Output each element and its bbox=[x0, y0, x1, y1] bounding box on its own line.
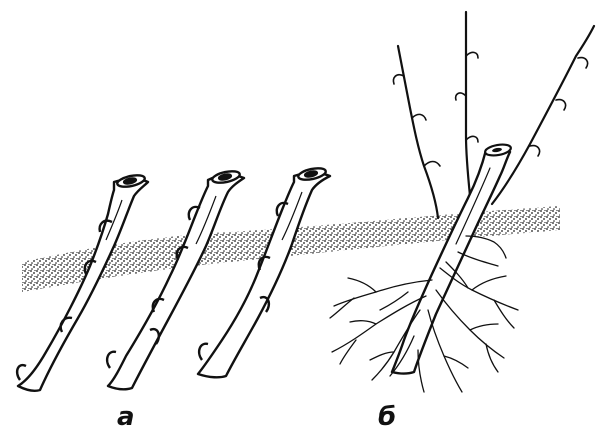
shoot-right bbox=[492, 26, 594, 204]
label-a: а bbox=[117, 404, 135, 430]
shoot-left bbox=[398, 46, 438, 218]
stem bbox=[392, 149, 510, 374]
shoot-middle bbox=[466, 12, 470, 196]
label-b: б bbox=[378, 404, 396, 430]
rooted-cutting bbox=[330, 12, 594, 392]
